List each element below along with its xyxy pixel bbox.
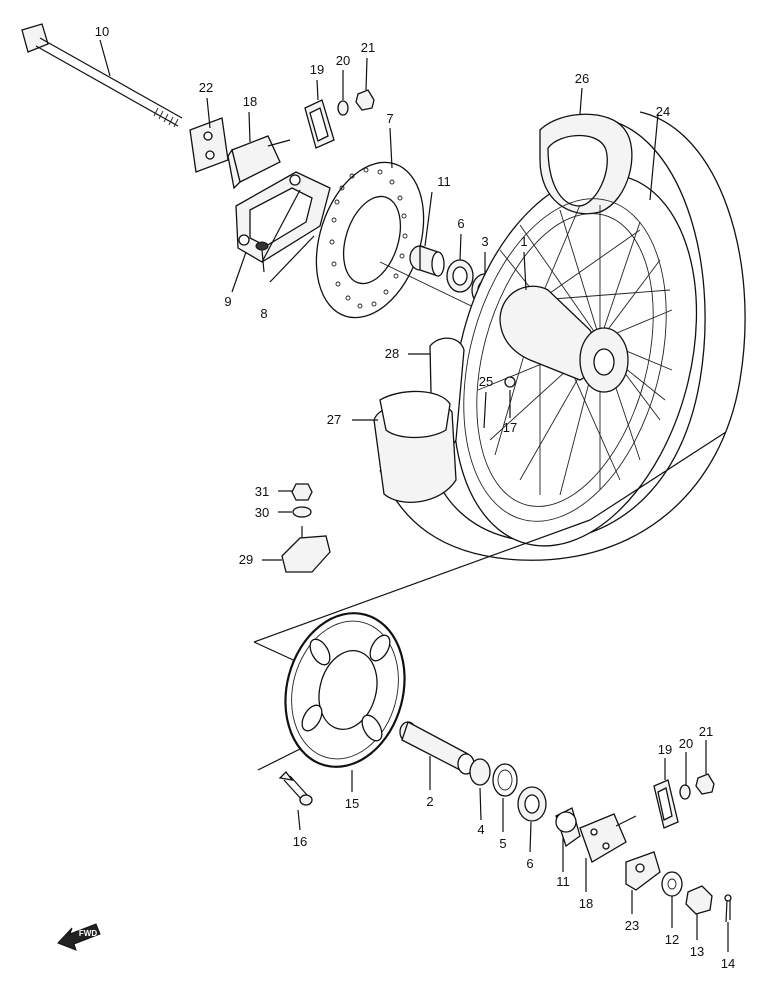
explode-lines-sprocket (253, 431, 727, 771)
washer-top (337, 70, 349, 116)
label-washer-12: 12 (665, 932, 679, 947)
label-tube-28: 28 (385, 346, 399, 361)
label-chain-adjuster-top: 18 (243, 94, 257, 109)
label-hub: 1 (520, 234, 527, 249)
label-spacer-top: 11 (437, 174, 451, 189)
nut-31 (278, 483, 313, 501)
label-tire: 24 (656, 104, 670, 119)
disc-bracket (231, 171, 331, 293)
cover-top (304, 79, 335, 149)
bearing-bottom (517, 786, 547, 853)
rim-band-26 (539, 87, 633, 215)
adjuster-plate-top (189, 97, 229, 173)
label-washer-top: 20 (336, 53, 350, 68)
part-labels: 10 22 18 19 20 21 7 9 8 11 6 3 1 24 26 2… (95, 24, 735, 971)
label-sprocket: 15 (345, 796, 359, 811)
label-bearing-4: 4 (477, 822, 484, 837)
label-nut-top: 21 (361, 40, 375, 55)
seal-5 (492, 763, 518, 832)
label-cover-top: 19 (310, 62, 324, 77)
nut-bottom (695, 740, 715, 795)
label-nipple: 17 (503, 420, 517, 435)
axle (21, 23, 183, 128)
bolt-8 (255, 235, 315, 283)
rim-lock-29 (262, 526, 331, 573)
nut-top (355, 57, 375, 111)
spoke-25 (483, 391, 487, 429)
bearing-4 (469, 758, 491, 821)
label-bearing-bottom: 6 (526, 856, 533, 871)
washer-30 (278, 506, 312, 518)
label-rim-lock: 29 (239, 552, 253, 567)
washer-bottom (679, 752, 691, 800)
nut-13 (685, 885, 713, 940)
label-brake-disc: 7 (386, 111, 393, 126)
spacer-2 (399, 721, 475, 790)
label-cotter-pin: 14 (721, 956, 735, 971)
brake-disc (315, 127, 425, 319)
label-axle: 10 (95, 24, 109, 39)
label-chain-adjuster-bottom: 18 (579, 896, 593, 911)
label-adjuster-plate-top: 22 (199, 80, 213, 95)
label-sprocket-bolt: 16 (293, 834, 307, 849)
label-bearing-top: 6 (457, 216, 464, 231)
label-bolt-8: 8 (260, 306, 267, 321)
label-nut-bottom: 21 (699, 724, 713, 739)
sprocket (284, 612, 406, 792)
label-washer-bottom: 20 (679, 736, 693, 751)
label-spacer-bottom: 11 (556, 874, 570, 889)
chain-adjuster-bottom (579, 813, 637, 892)
label-washer-30: 30 (255, 505, 269, 520)
washer-12 (661, 871, 683, 928)
forward-arrow-icon: FWD (57, 923, 101, 951)
label-disc-bracket: 9 (224, 294, 231, 309)
label-spacer-2: 2 (426, 794, 433, 809)
hub (499, 251, 629, 393)
spacer-top (409, 191, 445, 277)
plate-23 (625, 851, 661, 914)
label-spoke: 25 (479, 374, 493, 389)
tube-27 (352, 390, 457, 503)
sprocket-bolt (278, 771, 313, 831)
label-nut-13: 13 (690, 944, 704, 959)
label-plate-23: 23 (625, 918, 639, 933)
label-tube-27: 27 (327, 412, 341, 427)
forward-marker-text: FWD (79, 929, 97, 938)
cover-bottom (653, 758, 679, 829)
label-rim-band-26: 26 (575, 71, 589, 86)
label-nut-31: 31 (255, 484, 269, 499)
chain-adjuster-top (227, 111, 291, 190)
cotter-pin-14 (724, 894, 732, 952)
label-cover-bottom: 19 (658, 742, 672, 757)
label-bearing-3: 3 (481, 234, 488, 249)
rim (463, 198, 667, 522)
label-seal-5: 5 (499, 836, 506, 851)
bearing-top (446, 233, 474, 293)
spacer-bottom (555, 807, 581, 872)
nipple-17 (504, 376, 516, 418)
